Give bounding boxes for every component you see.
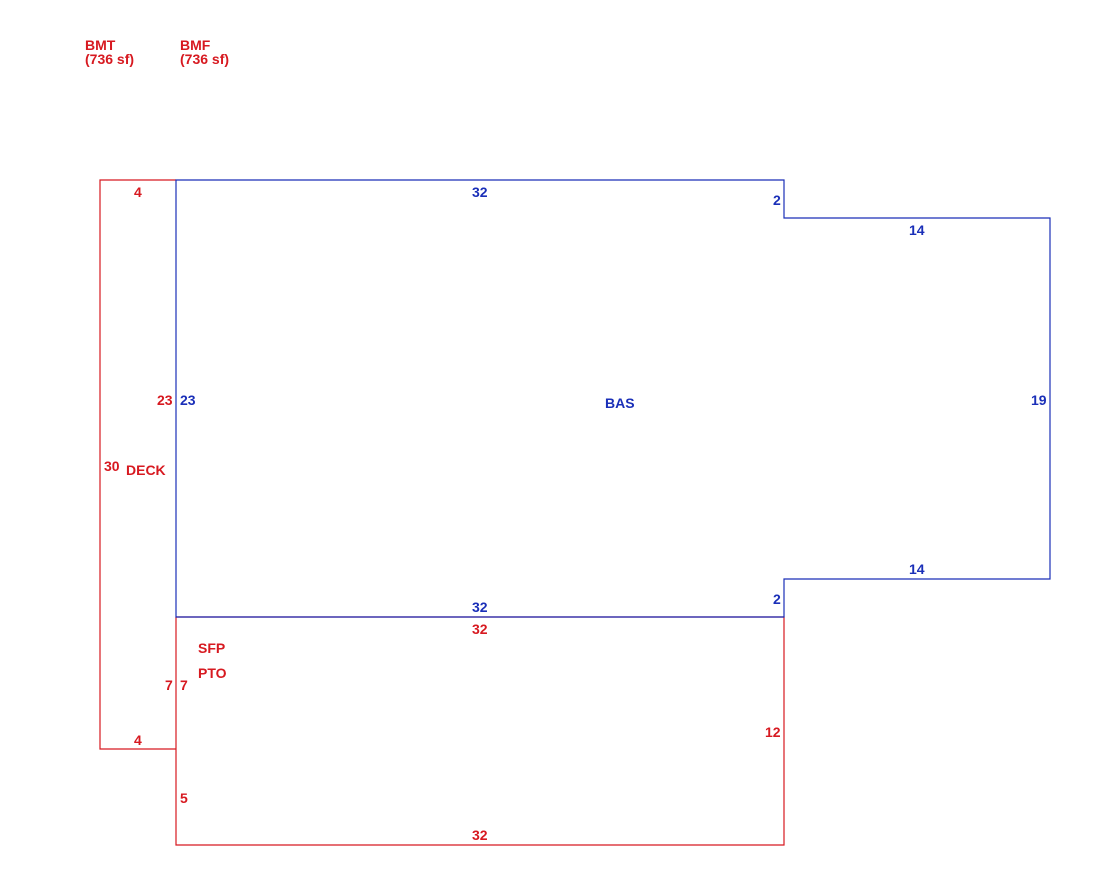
dim-bas-notch-lower: 2 — [773, 591, 781, 607]
dim-deck-left: 30 — [104, 458, 120, 474]
area-label-bas: BAS — [605, 395, 635, 411]
dim-bas-notch-upper: 2 — [773, 192, 781, 208]
legend-bmt-code: BMT — [85, 37, 116, 53]
legend-bmt-area: (736 sf) — [85, 51, 135, 67]
legend-bmf-code: BMF — [180, 37, 211, 53]
dim-bas-ext-bottom: 14 — [909, 561, 925, 577]
dim-pto-left-lower: 5 — [180, 790, 188, 806]
bas-outline — [175, 179, 1051, 618]
dim-bas-ext-top: 14 — [909, 222, 925, 238]
dim-pto-right: 12 — [765, 724, 781, 740]
legend-bmf-area: (736 sf) — [180, 51, 230, 67]
area-label-sfp: SFP — [198, 640, 226, 656]
dim-bas-right: 19 — [1031, 392, 1047, 408]
dim-bas-bottom: 32 — [472, 599, 488, 615]
deck-outline — [99, 179, 176, 750]
dim-pto-left-upper: 7 — [180, 677, 188, 693]
dim-pto-bottom: 32 — [472, 827, 488, 843]
dim-deck-bottom: 4 — [134, 732, 142, 748]
dim-deck-right-lower: 7 — [165, 677, 173, 693]
dim-bas-left: 23 — [180, 392, 196, 408]
area-label-pto: PTO — [198, 665, 227, 681]
area-label-deck: DECK — [126, 462, 166, 478]
dim-deck-right-upper: 23 — [157, 392, 173, 408]
dim-deck-top: 4 — [134, 184, 142, 200]
dim-pto-top: 32 — [472, 621, 488, 637]
dim-bas-top: 32 — [472, 184, 488, 200]
pto-outline — [175, 616, 785, 846]
